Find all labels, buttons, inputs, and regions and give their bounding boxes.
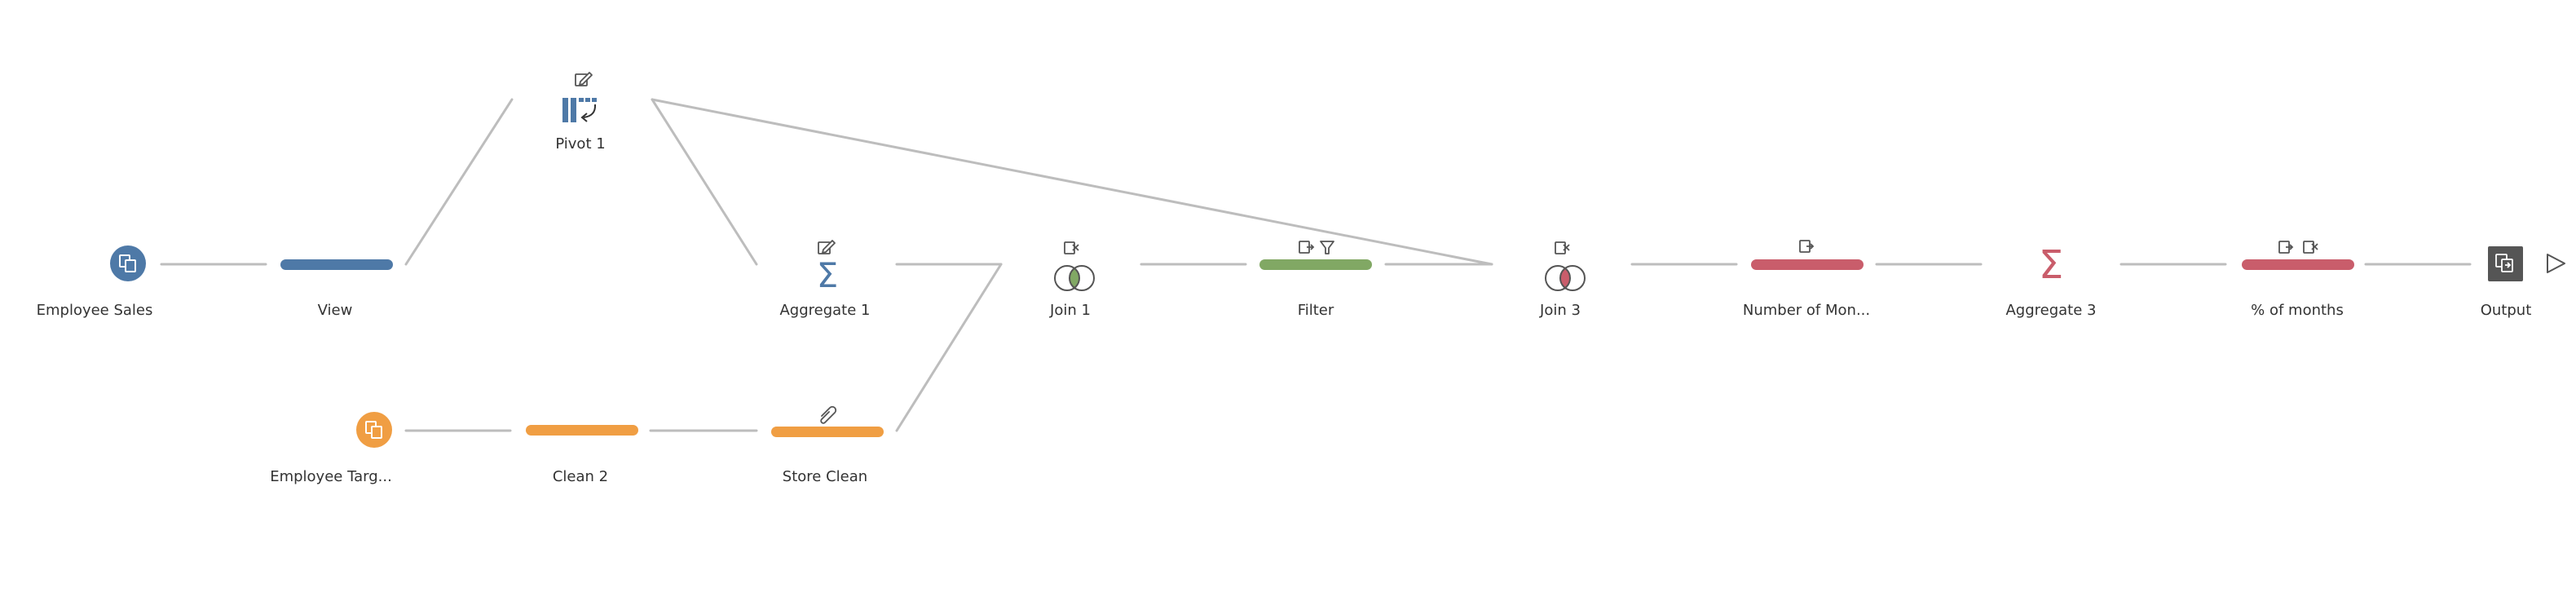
node-aggregate3[interactable]: Σ Aggregate 3 (2005, 242, 2096, 319)
node-label: Employee Sales (37, 302, 153, 319)
join-changes-icon (1064, 241, 1079, 254)
data-source-glyph (365, 421, 382, 439)
clean-step-bar (2242, 259, 2354, 270)
node-join3[interactable]: Join 3 (1539, 241, 1586, 319)
run-flow-icon[interactable] (2547, 254, 2565, 273)
output-glyph (2495, 254, 2513, 272)
connector-storeclean-join1[interactable] (895, 263, 1003, 432)
data-source-glyph (119, 254, 136, 272)
join-changes-icon (2303, 241, 2318, 254)
node-view[interactable]: View (280, 259, 393, 319)
node-label: View (318, 302, 353, 319)
node-join1[interactable]: Join 1 (1049, 241, 1095, 319)
node-label: Filter (1298, 302, 1334, 319)
node-store-clean[interactable]: Store Clean (771, 405, 884, 485)
step-changes-icon (2278, 241, 2294, 254)
node-aggregate1[interactable]: Σ Aggregate 1 (779, 240, 871, 319)
inner-join-icon (1545, 265, 1586, 291)
node-label: Clean 2 (553, 468, 608, 485)
node-label: Output (2481, 302, 2532, 319)
node-label: Join 3 (1539, 302, 1581, 319)
clean-step-bar (526, 425, 638, 436)
node-pct-of-months[interactable]: % of months (2242, 241, 2354, 319)
node-label: Aggregate 1 (779, 302, 870, 319)
clean-step-bar (1259, 259, 1372, 270)
clean-step-bar (280, 259, 393, 270)
paperclip-icon (820, 405, 837, 424)
node-employee-targets[interactable]: Employee Targ... (270, 412, 392, 485)
step-changes-icon (1799, 240, 1815, 253)
node-label: Pivot 1 (555, 135, 605, 153)
node-filter[interactable]: Filter (1259, 241, 1372, 319)
node-label: Employee Targ... (270, 468, 392, 485)
node-number-of-months[interactable]: Number of Mon... (1743, 240, 1870, 319)
edit-icon (818, 240, 836, 254)
node-output[interactable]: Output (2481, 246, 2532, 319)
node-employee-sales[interactable]: Employee Sales (37, 245, 153, 319)
node-clean2[interactable]: Clean 2 (526, 425, 638, 485)
join-changes-icon (1555, 241, 1570, 254)
sigma-icon: Σ (817, 255, 839, 295)
connector-view-pivot1[interactable] (404, 98, 514, 266)
clean-step-bar (771, 427, 884, 437)
inner-join-icon (1054, 265, 1095, 291)
pivot-icon (562, 98, 597, 122)
node-label: Join 1 (1049, 302, 1091, 319)
node-label: Store Clean (783, 468, 867, 485)
filter-changes-icon (1299, 241, 1315, 254)
node-label: % of months (2251, 302, 2344, 319)
filter-icon (1320, 241, 1334, 254)
edit-icon (575, 72, 593, 86)
clean-step-bar (1751, 259, 1864, 270)
node-pivot1[interactable]: Pivot 1 (555, 72, 606, 153)
node-label: Number of Mon... (1743, 302, 1870, 319)
node-label: Aggregate 3 (2005, 302, 2096, 319)
connector-pivot1-join3[interactable] (651, 98, 1493, 266)
connector-pivot1-aggregate1[interactable] (651, 98, 758, 266)
connectors (160, 98, 2472, 432)
sigma-icon: Σ (2039, 242, 2063, 288)
